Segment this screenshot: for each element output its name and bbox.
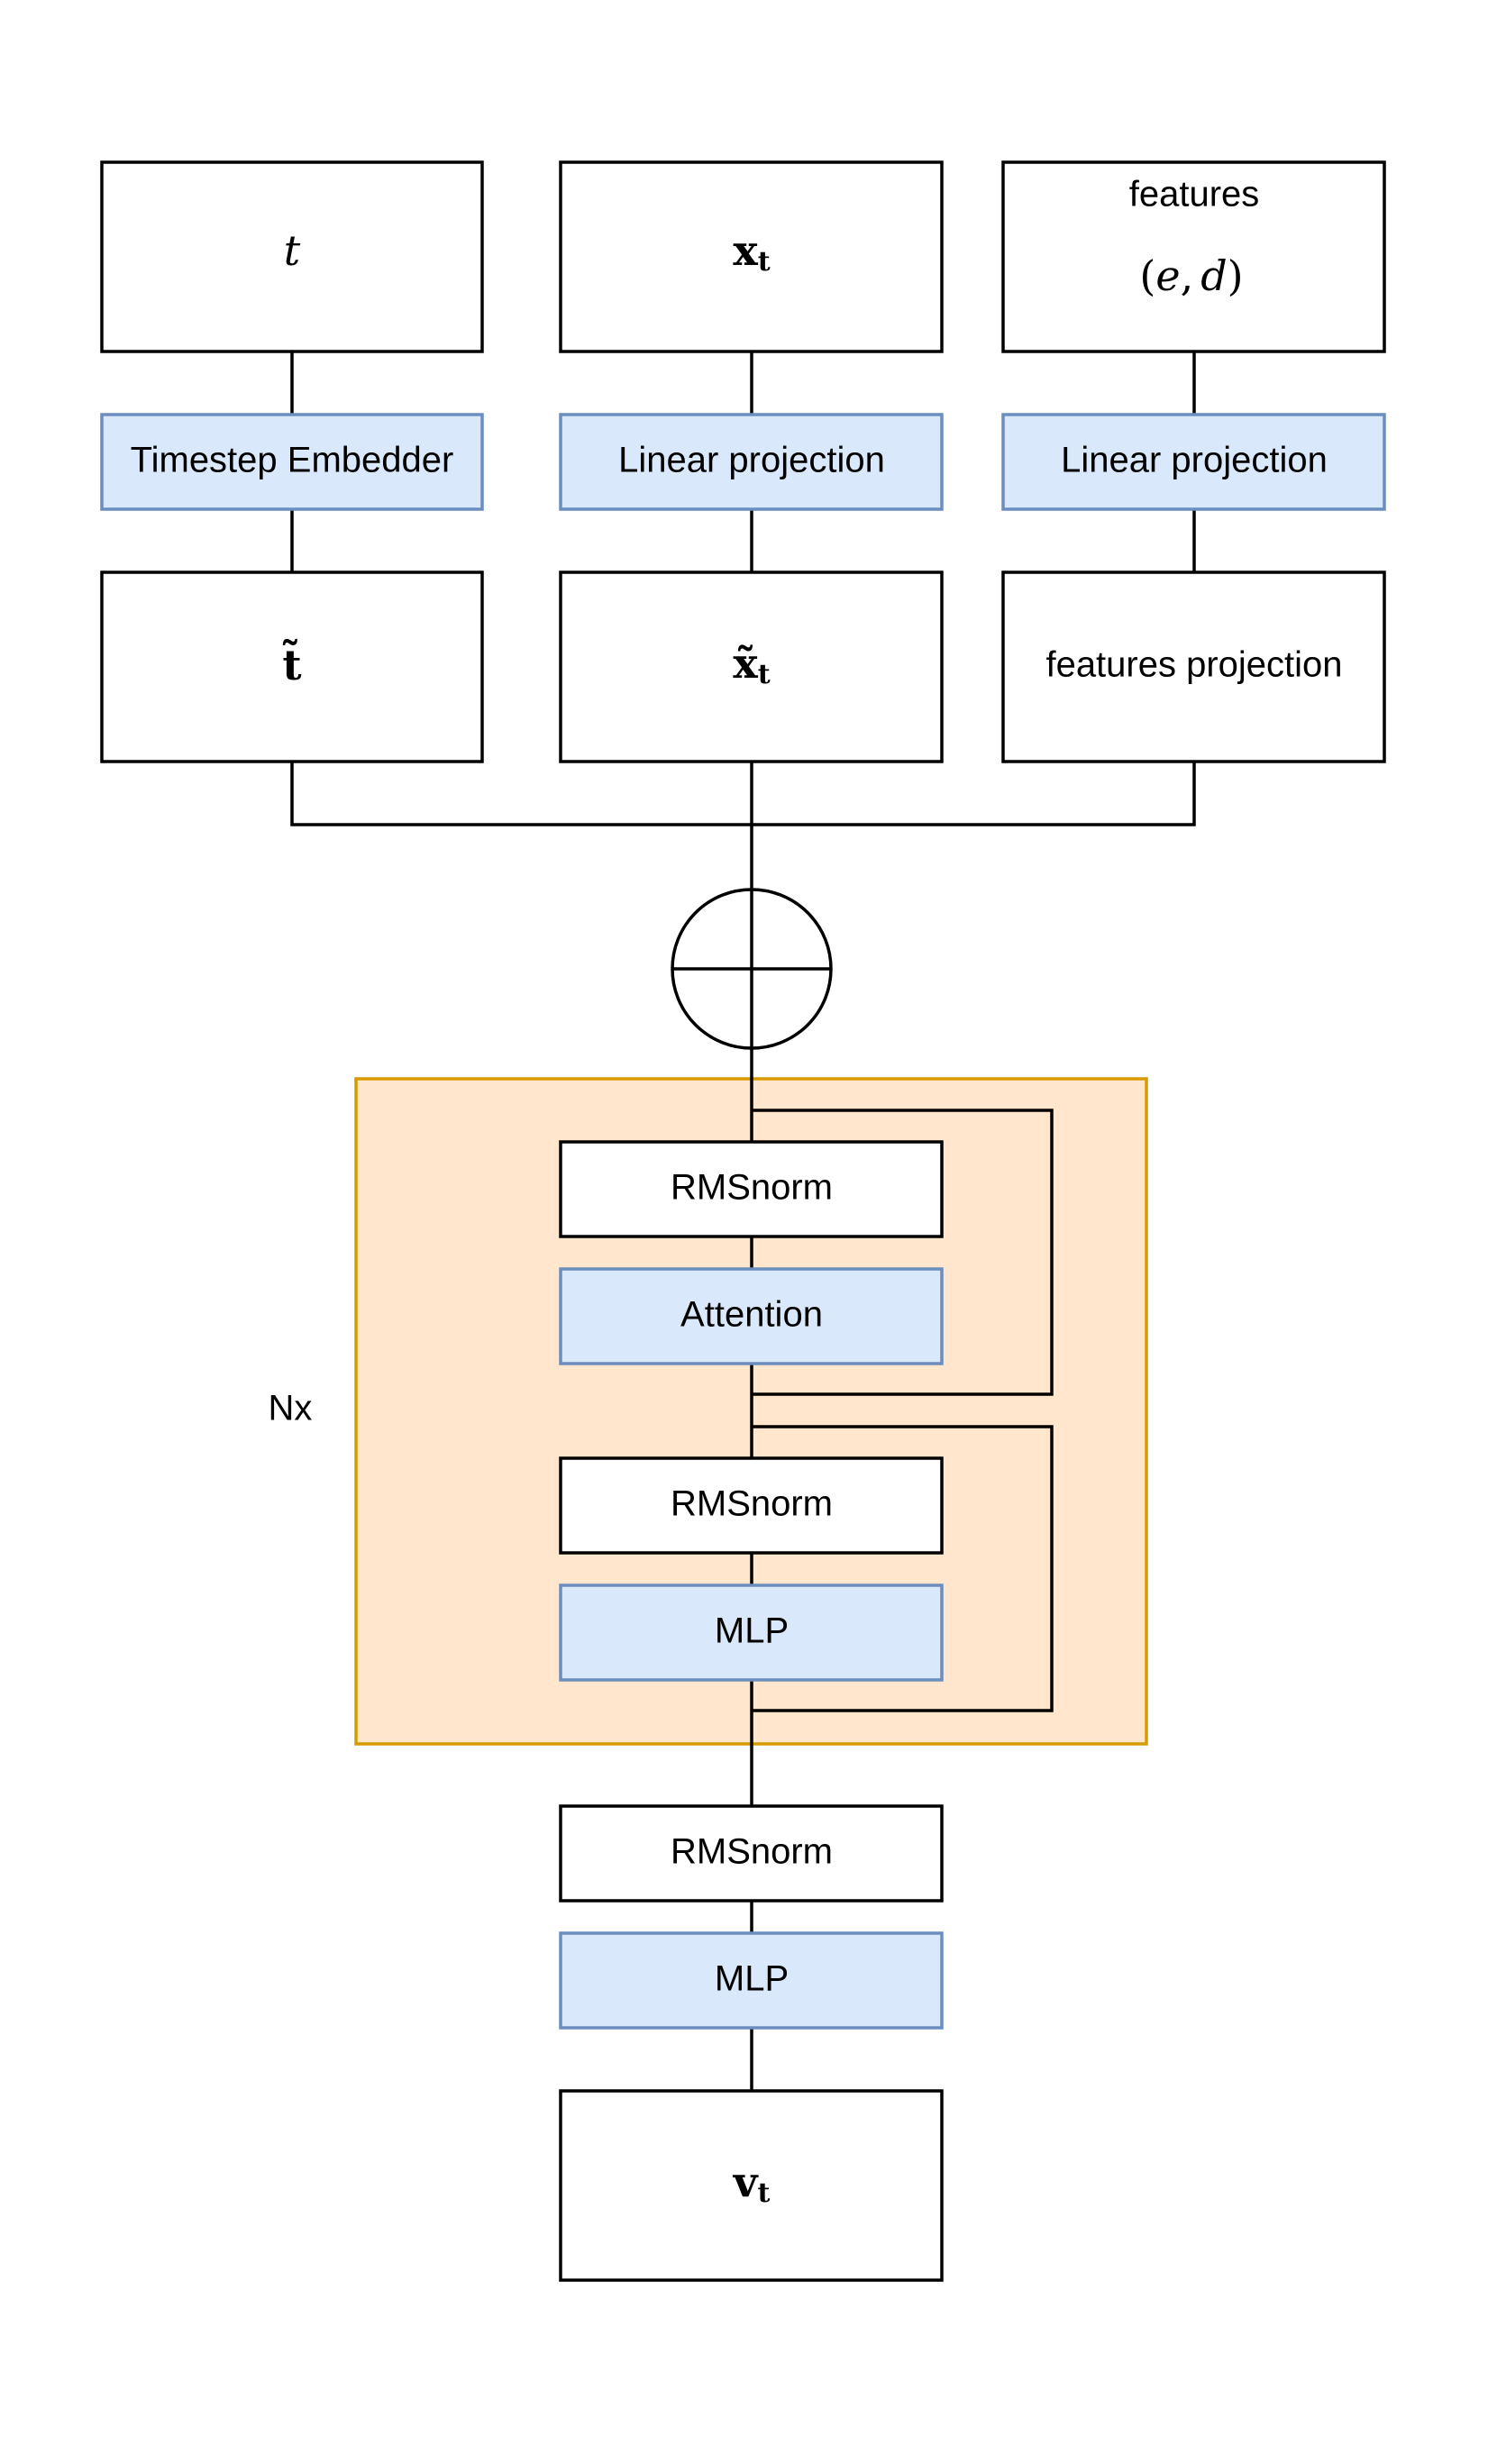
t-tilde-symbol: t̃: [282, 638, 302, 689]
linear-projection-x-layer: Linear projection: [559, 413, 944, 511]
formula-close-paren: ): [1228, 251, 1244, 300]
formula-comma: ,: [1181, 251, 1194, 300]
block-rmsnorm-1-label: RMSnorm: [671, 1168, 833, 1208]
head-mlp-layer: MLP: [559, 1931, 944, 2030]
output-v-box: vt: [559, 2089, 944, 2282]
input-x-subscript: t: [758, 246, 771, 278]
input-features-box: features (e,d): [1001, 160, 1386, 353]
connectors: [290, 351, 1196, 2091]
attention-label: Attention: [680, 1295, 823, 1335]
formula-d: d: [1200, 251, 1227, 300]
output-v-subscript: t: [757, 2177, 770, 2209]
linear-projection-features-label: Linear projection: [1061, 441, 1328, 480]
block-mlp-label: MLP: [715, 1611, 789, 1651]
block-rmsnorm-2: RMSnorm: [559, 1456, 944, 1555]
x-tilde-symbol: x̃t: [733, 639, 770, 690]
linear-projection-x-label: Linear projection: [618, 441, 885, 480]
input-t-box: t: [100, 160, 484, 353]
features-projection-label: features projection: [1045, 645, 1342, 685]
input-x-base: x: [733, 226, 758, 275]
output-v-base: v: [733, 2158, 759, 2206]
timestep-embedder-layer: Timestep Embedder: [100, 413, 484, 511]
residual-skip-mlp: [752, 1425, 1054, 1712]
output-v-symbol: vt: [733, 2158, 771, 2209]
block-mlp-layer: MLP: [559, 1583, 944, 1682]
t-tilde-box: t̃: [100, 570, 484, 763]
block-rmsnorm-2-label: RMSnorm: [671, 1484, 833, 1524]
formula-e: e: [1155, 251, 1180, 300]
head-mlp-label: MLP: [715, 1959, 789, 1999]
sum-node-icon: [671, 888, 833, 1050]
attention-layer: Attention: [559, 1267, 944, 1365]
linear-projection-features-layer: Linear projection: [1001, 413, 1386, 511]
features-projection-box: features projection: [1001, 570, 1386, 763]
input-x-box: xt: [559, 160, 944, 353]
x-tilde-box: x̃t: [559, 570, 944, 763]
x-tilde-subscript: t: [758, 659, 771, 690]
repeat-label: Nx: [269, 1389, 313, 1428]
formula-open-paren: (: [1139, 251, 1155, 300]
head-rmsnorm-label: RMSnorm: [671, 1832, 833, 1872]
block-rmsnorm-1: RMSnorm: [559, 1140, 944, 1238]
input-features-formula: (e,d): [1139, 251, 1243, 300]
head-rmsnorm: RMSnorm: [559, 1804, 944, 1903]
input-x-symbol: xt: [733, 226, 770, 278]
timestep-embedder-label: Timestep Embedder: [131, 441, 454, 480]
residual-skip-attention: [752, 1109, 1054, 1396]
input-t-symbol: t: [284, 226, 301, 275]
x-tilde-base: x̃: [733, 639, 758, 688]
connector-merge-bus: [290, 762, 1196, 826]
input-features-label: features: [1129, 175, 1260, 214]
